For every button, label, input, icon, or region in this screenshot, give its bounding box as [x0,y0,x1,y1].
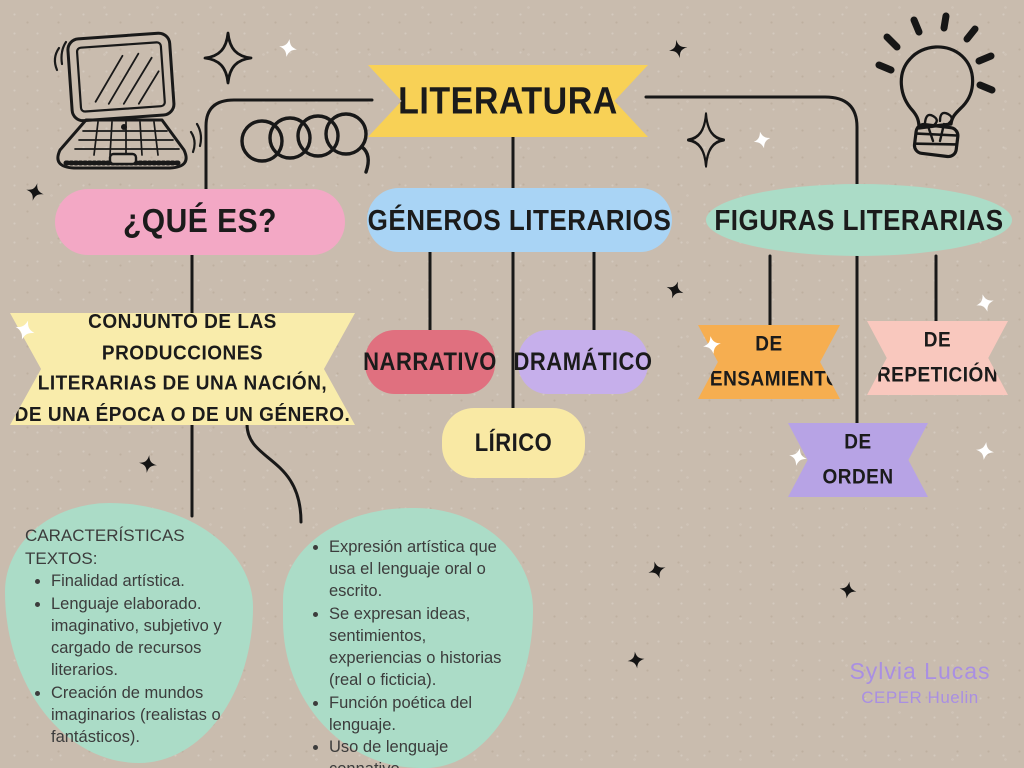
node-dramatico: DRAMÁTICO [514,330,652,394]
lirico-label: LÍRICO [474,428,553,457]
white-star-icon [976,442,994,460]
lightbulb-icon [875,12,996,159]
connector-title-to-que-es [204,98,374,191]
connector-title-to-figuras [644,95,859,188]
definition-ribbon: CONJUNTO DE LAS PRODUCCIONES LITERARIAS … [10,313,355,425]
sparkle-outline-icon [203,31,253,85]
narrativo-label: NARRATIVO [363,347,497,376]
white-star-icon [976,294,994,312]
black-sparkle-icon [666,281,684,299]
figuras-label: FIGURAS LITERARIAS [714,202,1004,237]
repeticion-line1: DE [923,328,952,353]
white-star-icon [279,39,297,57]
node-de-repeticion: DE REPETICIÓN [867,321,1008,395]
node-de-orden: DE ORDEN [788,423,928,497]
list-item: Uso de lenguaje connativo. [329,737,523,768]
pensamiento-line2: PENSAMIENTO [696,367,842,392]
list-item: Finalidad artística. [51,571,243,593]
orden-line1: DE [844,430,872,455]
signature-name: Sylvia Lucas [849,658,991,684]
sparkle-outline-icon [686,112,726,168]
node-generos-literarios: GÉNEROS LITERARIOS [367,188,672,252]
definition-text: CONJUNTO DE LAS PRODUCCIONES LITERARIAS … [14,310,351,426]
node-que-es: ¿QUÉ ES? [55,189,345,255]
node-narrativo: NARRATIVO [363,330,497,394]
black-sparkle-icon [648,561,666,579]
list-item: Lenguaje elaborado. imaginativo, subjeti… [51,594,243,682]
list-item: Creación de mundos imaginarios (realista… [51,683,243,749]
characteristics-heading: CARACTERÍSTICAS TEXTOS: [25,526,185,568]
dramatico-label: DRAMÁTICO [513,347,653,376]
repeticion-line2: REPETICIÓN [876,363,999,388]
list-item: Función poética del lenguaje. [329,693,523,737]
lyric-notes-blob: Expresión artística que usa el lenguaje … [283,508,533,768]
black-sparkle-icon [26,183,44,201]
list-item: Se expresan ideas, sentimientos, experie… [329,604,523,692]
signature-org: CEPER Huelin [861,688,979,707]
node-lirico: LÍRICO [442,408,585,478]
list-item: Expresión artística que usa el lenguaje … [329,537,523,603]
node-figuras-literarias: FIGURAS LITERARIAS [706,184,1012,256]
characteristics-blob: CARACTERÍSTICAS TEXTOS: Finalidad artíst… [5,503,253,763]
spiral-doodle-icon [240,112,370,174]
title-label: LITERATURA [398,79,618,122]
black-sparkle-icon [627,651,645,669]
white-star-icon [753,131,771,149]
black-sparkle-icon [139,455,157,473]
black-sparkle-icon [668,39,688,59]
que-es-label: ¿QUÉ ES? [122,202,277,240]
title-banner: LITERATURA [368,65,648,137]
signature: Sylvia Lucas CEPER Huelin [840,658,1000,708]
orden-line2: ORDEN [822,465,894,490]
pensamiento-line1: DE [755,332,783,357]
node-de-pensamiento: DE PENSAMIENTO [698,325,840,399]
laptop-icon [53,31,203,170]
characteristics-list: Finalidad artística. Lenguaje elaborado.… [25,571,243,749]
black-sparkle-icon [839,581,857,599]
lyric-notes-list: Expresión artística que usa el lenguaje … [303,537,523,768]
generos-label: GÉNEROS LITERARIOS [367,202,672,237]
